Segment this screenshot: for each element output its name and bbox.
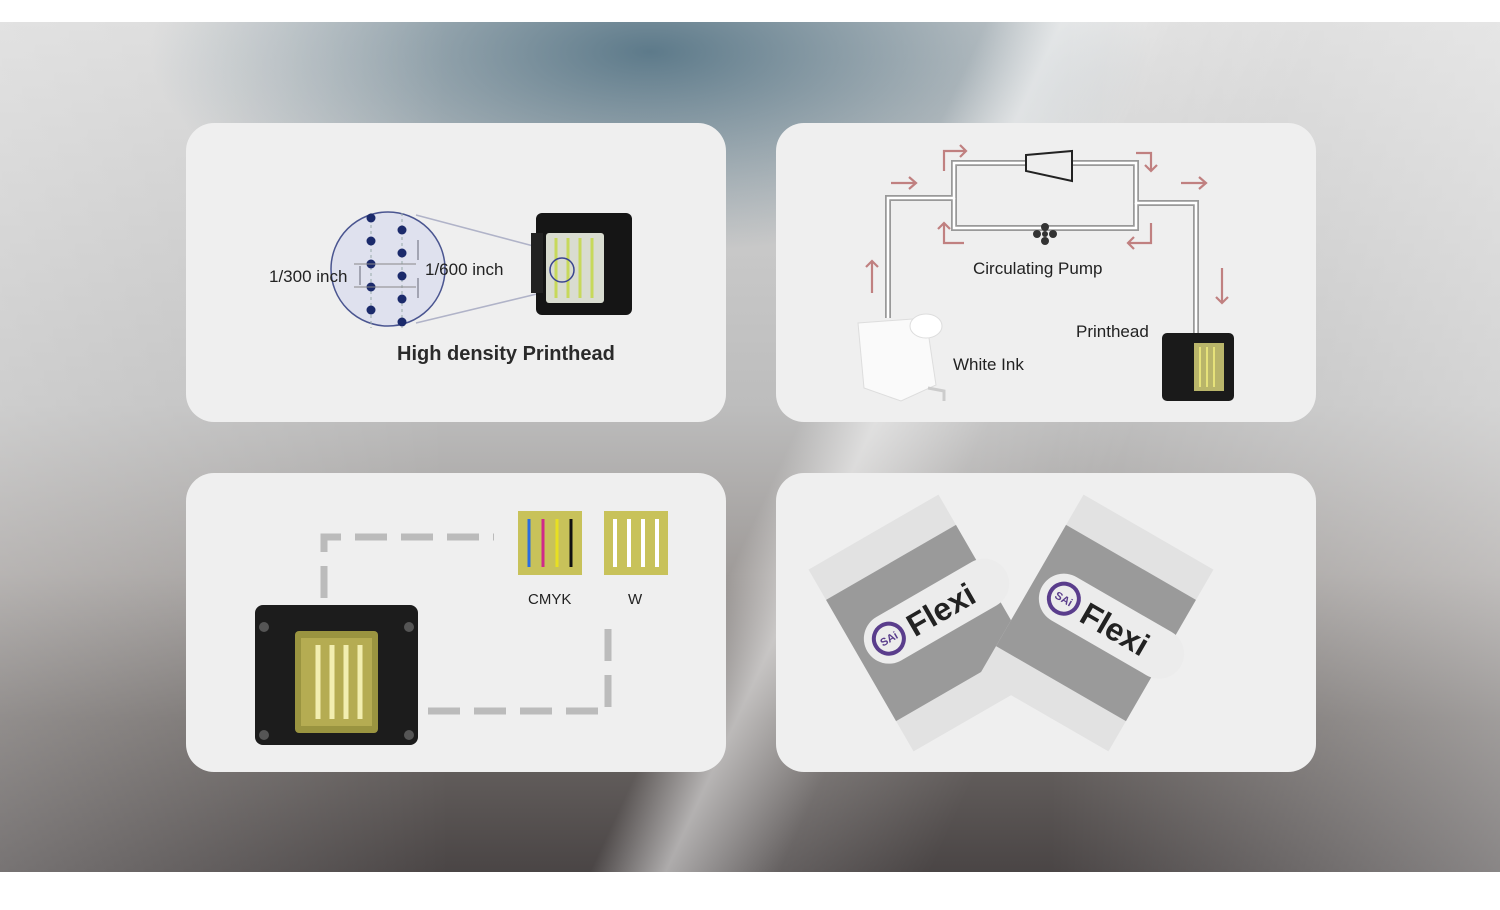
printhead-image bbox=[255, 605, 418, 745]
white-ink-label: White Ink bbox=[953, 355, 1024, 374]
white-channel-icon bbox=[604, 511, 668, 575]
channels-diagram bbox=[255, 511, 668, 745]
circulation-system-card: Circulating Pump Printhead White Ink bbox=[776, 123, 1316, 422]
printhead-label: Printhead bbox=[1076, 322, 1149, 341]
printhead-image bbox=[531, 213, 632, 315]
sai-logo-icon bbox=[1046, 581, 1081, 616]
flexi-box-left: SAi Flexi bbox=[808, 494, 1044, 752]
white-ink-bottle bbox=[857, 313, 946, 402]
pitch-300-label: 1/300 inch bbox=[269, 267, 348, 286]
sai-logo-icon bbox=[871, 621, 906, 656]
software-card: SAi Flexi SAi Flexi bbox=[776, 473, 1316, 772]
circulation-diagram bbox=[857, 144, 1234, 402]
flexi-software-boxes: SAi Flexi SAi Flexi bbox=[808, 494, 1214, 752]
nozzle-diagram bbox=[330, 211, 632, 328]
ink-channels-card: CMYK W bbox=[186, 473, 726, 772]
cmyk-label: CMYK bbox=[528, 591, 572, 608]
nozzle-filter bbox=[1025, 149, 1073, 183]
pump-icon bbox=[1033, 223, 1057, 245]
magnifier-circle bbox=[330, 211, 446, 327]
printhead-image bbox=[1162, 333, 1234, 401]
high-density-printhead-card: 1/300 inch 1/600 inch High density Print… bbox=[186, 123, 726, 422]
card-caption: High density Printhead bbox=[397, 343, 615, 365]
pitch-600-label: 1/600 inch bbox=[425, 260, 504, 279]
white-label: W bbox=[628, 591, 643, 608]
flow-arrows bbox=[865, 144, 1229, 305]
flexi-box-right: SAi Flexi bbox=[978, 494, 1214, 752]
pump-label: Circulating Pump bbox=[973, 259, 1103, 278]
cmyk-channel-icon bbox=[518, 511, 582, 575]
